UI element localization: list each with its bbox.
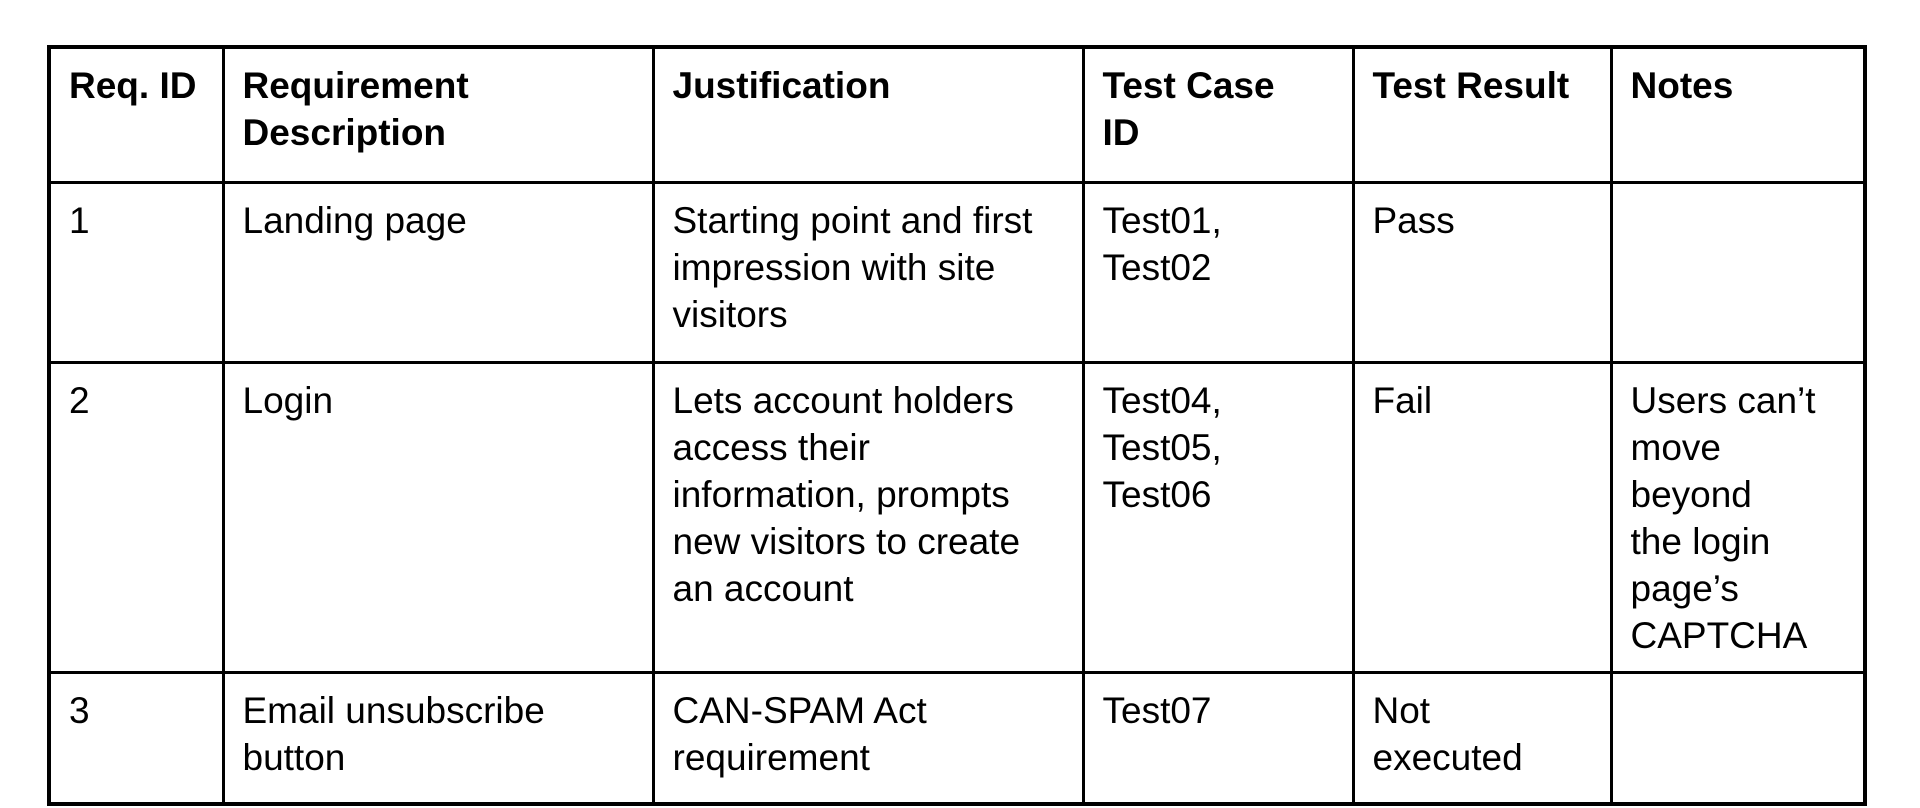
cell-row1-justification: Starting point and first impression with… [651, 180, 1085, 364]
cell-row1-requirement-description: Landing page [221, 180, 655, 364]
cell-row2-requirement-description: Login [221, 360, 655, 674]
cell-row1-test-result: Pass [1351, 180, 1613, 364]
cell-row2-justification: Lets account holders access their inform… [651, 360, 1085, 674]
cell-row3-test-case-id: Test07 [1081, 670, 1355, 806]
header-test-result: Test Result [1351, 45, 1613, 184]
cell-row2-test-result: Fail [1351, 360, 1613, 674]
header-requirement-description: Requirement Description [221, 45, 655, 184]
cell-row1-req-id: 1 [47, 180, 225, 364]
cell-row2-notes: Users can’t move beyond the login page’s… [1609, 360, 1867, 674]
cell-row2-req-id: 2 [47, 360, 225, 674]
header-test-case-id: Test Case ID [1081, 45, 1355, 184]
header-notes: Notes [1609, 45, 1867, 184]
table-row-2: 2 Login Lets account holders access thei… [47, 360, 1867, 674]
cell-row1-notes [1609, 180, 1867, 364]
requirements-table: Req. ID Requirement Description Justific… [47, 45, 1867, 806]
cell-row3-justification: CAN-SPAM Act requirement [651, 670, 1085, 806]
header-row: Req. ID Requirement Description Justific… [47, 45, 1867, 184]
header-req-id: Req. ID [47, 45, 225, 184]
cell-row3-notes [1609, 670, 1867, 806]
cell-row3-req-id: 3 [47, 670, 225, 806]
table-row-3: 3 Email unsubscribe button CAN-SPAM Act … [47, 670, 1867, 806]
cell-row2-test-case-id: Test04, Test05, Test06 [1081, 360, 1355, 674]
cell-row3-test-result: Not executed [1351, 670, 1613, 806]
header-justification: Justification [651, 45, 1085, 184]
cell-row1-test-case-id: Test01, Test02 [1081, 180, 1355, 364]
table-row-1: 1 Landing page Starting point and first … [47, 180, 1867, 364]
cell-row3-requirement-description: Email unsubscribe button [221, 670, 655, 806]
